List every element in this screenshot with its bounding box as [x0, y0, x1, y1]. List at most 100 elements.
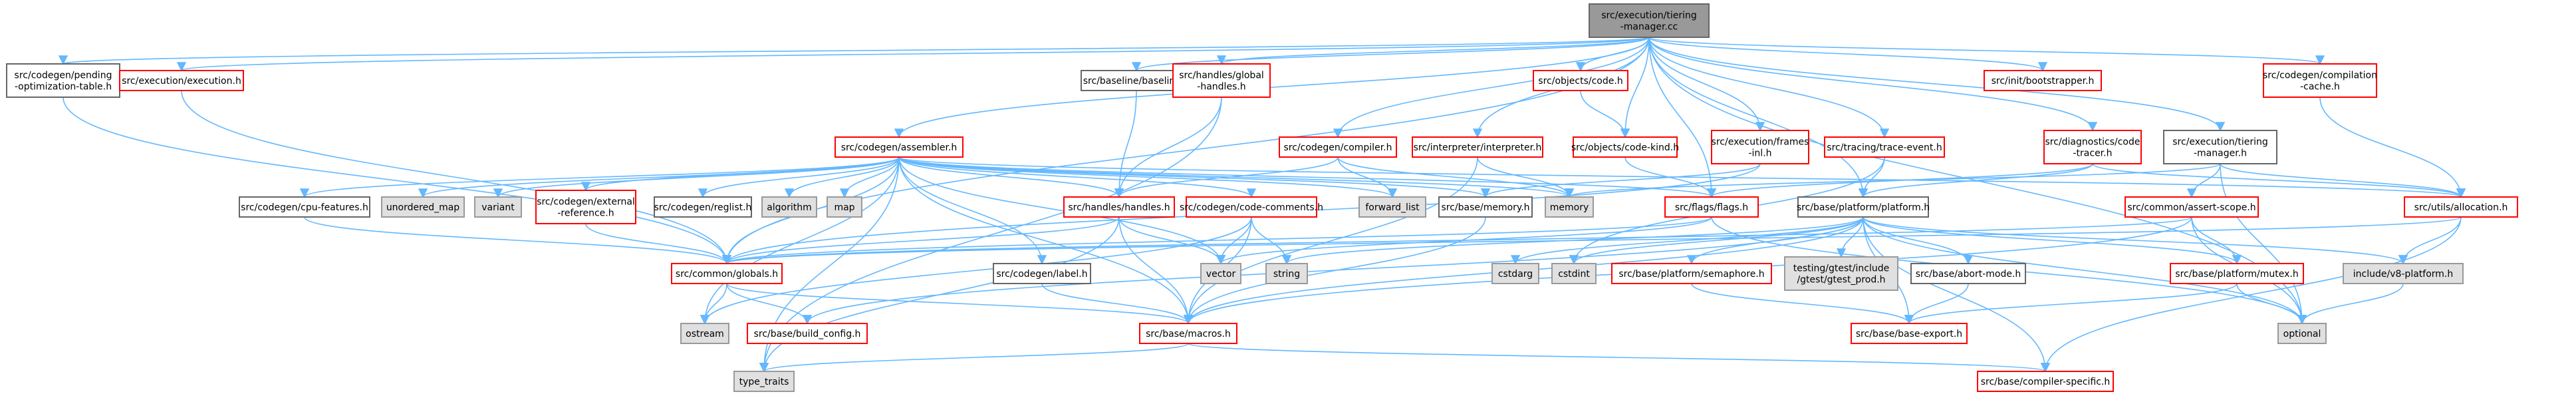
edge-platform-to-cstdint [1569, 216, 1864, 265]
node-label: src/common/globals.h [676, 269, 778, 280]
node-box [1551, 263, 1597, 284]
node-variant: variant [474, 196, 522, 218]
edge-execution-to-globals [181, 90, 732, 265]
node-type-traits: type_traits [733, 371, 795, 392]
node-trace-event[interactable]: src/tracing/trace-event.h [1824, 136, 1945, 158]
node-execution[interactable]: src/execution/execution.h [119, 70, 244, 91]
node-pending[interactable]: src/codegen/pending-optimization-table.h [6, 63, 120, 98]
node-gtest-prod: testing/gtest/include/gtest/gtest_prod.h [1784, 256, 1898, 291]
node-base-export[interactable]: src/base/base-export.h [1851, 323, 1968, 344]
node-label: src/base/compiler-specific.h [1981, 377, 2111, 387]
node-label: src/interpreter/interpreter.h [1414, 142, 1542, 153]
edge-root-to-flags [1648, 37, 1717, 198]
file-nodes: src/execution/tiering-manager.cc src/code… [6, 3, 2518, 392]
node-assert-scope[interactable]: src/common/assert-scope.h [2125, 196, 2259, 218]
node-box [1589, 3, 1710, 38]
node-bootstrapper[interactable]: src/init/bootstrapper.h [1984, 70, 2102, 91]
node-abort-mode[interactable]: src/base/abort-mode.h [1910, 263, 2026, 284]
node-assembler[interactable]: src/codegen/assembler.h [835, 136, 964, 158]
node-label: algorithm [767, 202, 812, 213]
node-objects-code[interactable]: src/objects/code.h [1533, 70, 1628, 91]
edge-assembler-to-flags [898, 156, 1716, 198]
node-compiler-specific[interactable]: src/base/compiler-specific.h [1977, 371, 2114, 392]
node-code-comments[interactable]: src/codegen/code-comments.h [1180, 196, 1323, 218]
edge-globals-to-macros [726, 283, 1193, 325]
edge-root-to-objects_code_kind [1620, 37, 1650, 138]
node-label: src/execution/tiering [2172, 137, 2268, 148]
node-ostream: ostream [680, 323, 729, 344]
edge-root-to-bootstrapper [1648, 37, 2047, 72]
node-frames-inl[interactable]: src/execution/frames-inl.h [1711, 130, 1809, 164]
node-handles-h[interactable]: src/handles/handles.h [1063, 196, 1175, 218]
node-box [1533, 70, 1628, 91]
edge-platform-to-cstdarg [1510, 216, 1864, 265]
node-box [1664, 196, 1759, 218]
node-label: -cache.h [2300, 82, 2340, 93]
edge-assembler-to-map [839, 156, 900, 198]
edge-root-to-diagnostics [1648, 37, 2098, 132]
edge-assembler-to-cpu_features [300, 156, 900, 198]
node-box [1063, 196, 1175, 218]
node-external-reference[interactable]: src/codegen/external-reference.h [535, 190, 636, 224]
node-macros[interactable]: src/base/macros.h [1139, 323, 1237, 344]
node-handles-global[interactable]: src/handles/global-handles.h [1172, 63, 1271, 98]
node-flags[interactable]: src/flags/flags.h [1664, 196, 1759, 218]
node-label: src/common/assert-scope.h [2127, 202, 2255, 213]
edge-diagnostics-to-allocation [2092, 163, 2466, 198]
node-root[interactable]: src/execution/tiering-manager.cc [1589, 3, 1710, 38]
node-box [1186, 196, 1317, 218]
edge-interpreter-to-memory [1477, 156, 1575, 198]
node-semaphore[interactable]: src/base/platform/semaphore.h [1611, 263, 1772, 284]
node-reglist[interactable]: src/codegen/reglist.h [654, 196, 752, 218]
node-label: src/codegen/pending [15, 71, 112, 81]
edge-root-to-assembler [894, 37, 1650, 138]
node-label: -handles.h [1197, 82, 1245, 93]
node-label: src/base/build_config.h [754, 329, 861, 339]
node-box [535, 190, 636, 224]
node-label: optional [2283, 329, 2321, 339]
edge-handles_global-to-handles_h [1114, 97, 1222, 198]
node-label: src/handles/handles.h [1068, 202, 1170, 213]
node-box [827, 196, 862, 218]
node-box [654, 196, 752, 218]
node-label: unordered_map [386, 202, 459, 213]
node-mutex[interactable]: src/base/platform/mutex.h [2170, 263, 2304, 284]
node-box [2343, 263, 2464, 284]
node-label[interactable]: src/codegen/label.h [993, 263, 1091, 284]
node-globals[interactable]: src/common/globals.h [671, 263, 783, 284]
edge-platform-to-abort_mode [1863, 216, 1974, 265]
edge-platform-to-optional [1863, 216, 2307, 325]
node-compilation-cache[interactable]: src/codegen/compilation-cache.h [2263, 63, 2377, 98]
node-compiler[interactable]: src/codegen/compiler.h [1279, 136, 1397, 158]
node-label: variant [481, 202, 515, 213]
edge-platform-to-v8_platform [1863, 216, 2408, 265]
node-interpreter[interactable]: src/interpreter/interpreter.h [1412, 136, 1543, 158]
node-label: -reference.h [557, 208, 614, 219]
node-label: src/codegen/reglist.h [654, 202, 752, 213]
node-unordered-map: unordered_map [381, 196, 465, 218]
node-box [761, 196, 817, 218]
node-label: -manager.h [2194, 148, 2247, 159]
node-objects-code-kind[interactable]: src/objects/code-kind.h [1571, 136, 1679, 158]
node-cpu-features[interactable]: src/codegen/cpu-features.h [239, 196, 370, 218]
node-box [1279, 136, 1397, 158]
node-platform[interactable]: src/base/platform/platform.h [1797, 196, 1930, 218]
node-memory-h[interactable]: src/base/memory.h [1438, 196, 1533, 218]
edge-tiering_manager_h-to-assert_scope [2186, 163, 2221, 198]
node-build-config[interactable]: src/base/build_config.h [747, 323, 868, 344]
node-label: src/utils/allocation.h [2414, 202, 2508, 213]
node-allocation[interactable]: src/utils/allocation.h [2404, 196, 2518, 218]
node-tiering-manager-h[interactable]: src/execution/tiering-manager.h [2163, 130, 2277, 164]
node-label: src/codegen/label.h [996, 269, 1087, 280]
node-box [1200, 263, 1241, 284]
node-label: -tracer.h [2073, 148, 2113, 159]
node-optional: optional [2277, 323, 2327, 344]
node-diagnostics[interactable]: src/diagnostics/code-tracer.h [2043, 130, 2142, 164]
edge-allocation-to-globals [722, 216, 2462, 265]
node-label: src/base/abort-mode.h [1916, 269, 2021, 280]
node-label: src/handles/global [1179, 71, 1264, 81]
node-box [2277, 323, 2327, 344]
edge-root-to-tiering_manager_h [1648, 37, 2226, 132]
node-box [1851, 323, 1968, 344]
edge-assembler-to-code_comments [898, 156, 1256, 198]
